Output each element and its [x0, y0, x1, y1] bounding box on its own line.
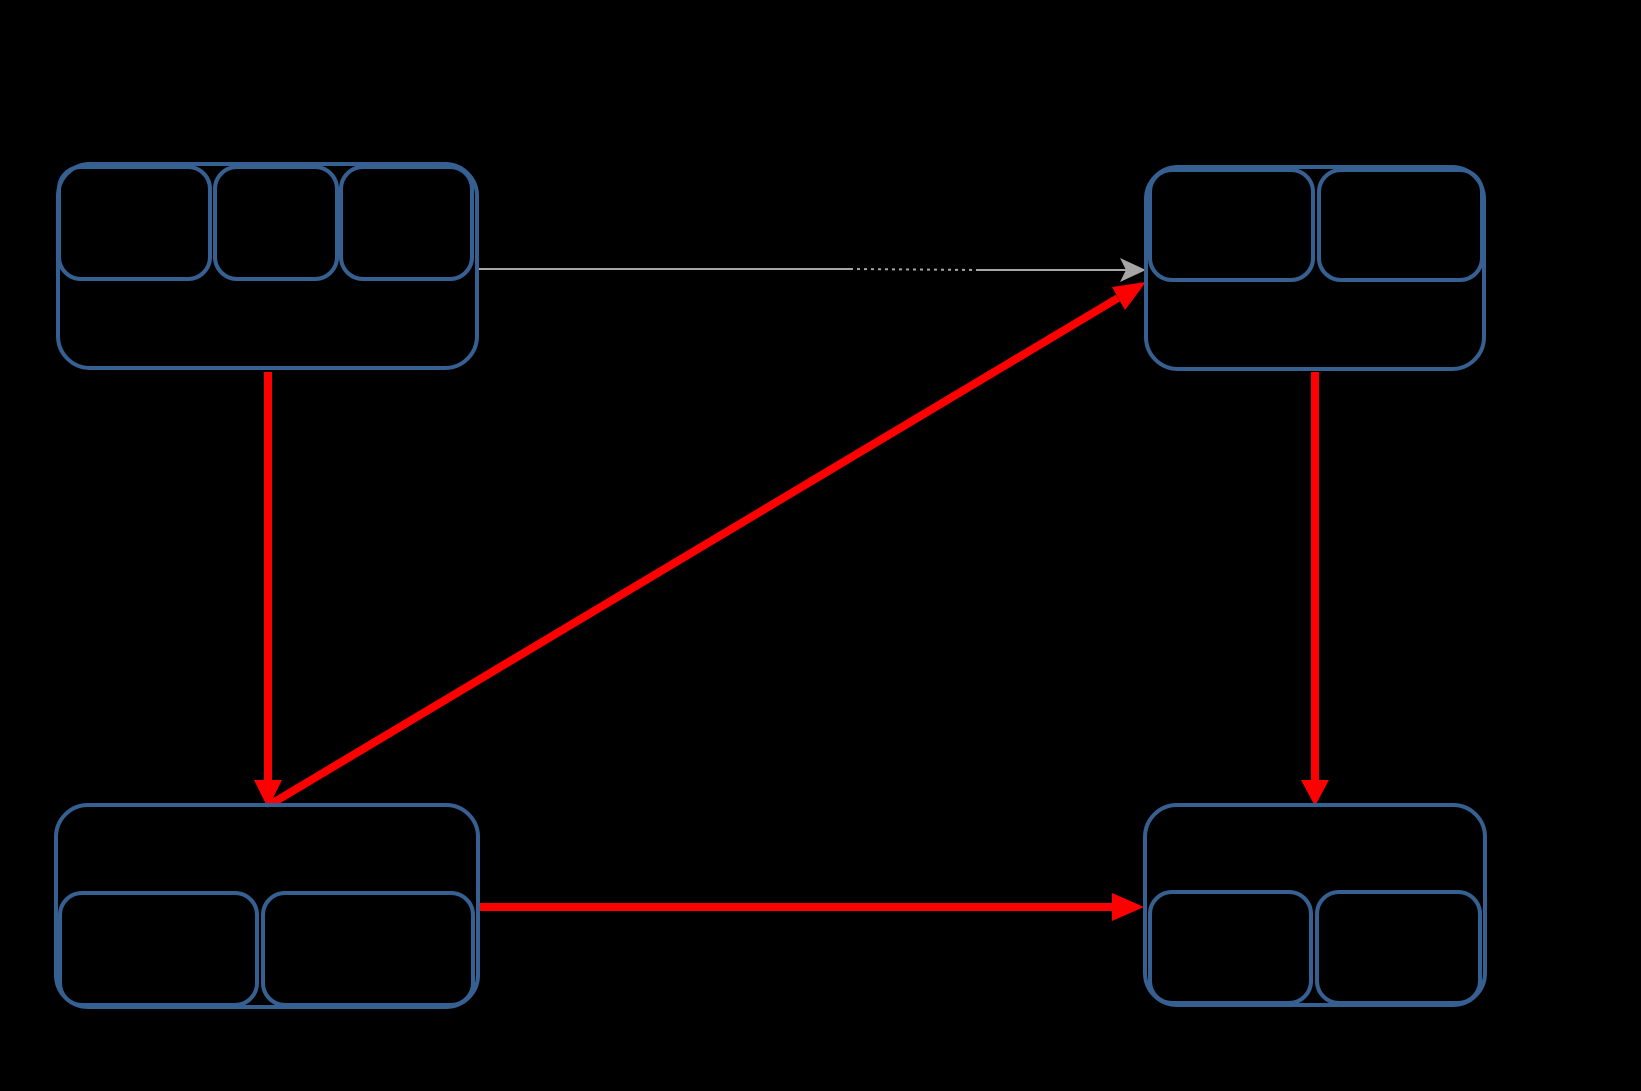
node-bottom-left-slot-2	[261, 891, 475, 1007]
edge-arrow-bottomleft-to-bottomright-arrowhead	[1112, 893, 1144, 921]
edge-arrow-topright-to-bottomright	[1301, 372, 1329, 806]
diagram-node-top-left	[56, 162, 479, 370]
edge-connector-topleft-to-topright-arrowhead	[1120, 258, 1146, 282]
edge-arrow-topleft-to-bottomleft-arrowhead	[254, 780, 282, 808]
edge-arrow-topleft-to-bottomleft	[254, 372, 282, 808]
edge-arrow-topright-to-bottomright-arrowhead	[1301, 780, 1329, 806]
node-top-right-outline	[1144, 165, 1486, 371]
node-bottom-left-slot-1	[58, 891, 259, 1007]
edge-connector-topleft-to-topright	[478, 258, 1146, 282]
node-bottom-right-outline	[1143, 803, 1487, 1007]
node-top-left-outline	[56, 162, 479, 370]
node-top-right-slot-1	[1148, 168, 1315, 282]
node-bottom-left-outline	[54, 803, 480, 1009]
node-top-left-slot-1	[57, 165, 212, 281]
edge-connector-topleft-to-topright-segment-2	[849, 268, 979, 271]
edge-arrow-bottomleft-to-topright-arrowhead	[1112, 282, 1146, 310]
diagram-node-bottom-left	[54, 803, 480, 1009]
node-bottom-right-slot-1	[1148, 890, 1313, 1005]
node-top-right-slot-2	[1317, 168, 1484, 282]
edge-arrow-bottomleft-to-topright-segment-1	[268, 294, 1121, 808]
diagram-node-top-right	[1144, 165, 1486, 371]
node-top-left-slot-2	[213, 165, 339, 281]
diagram-node-bottom-right	[1143, 803, 1487, 1007]
node-top-left-slot-3	[339, 165, 474, 281]
edge-arrow-bottomleft-to-bottomright	[478, 893, 1144, 921]
edge-arrow-bottomleft-to-topright	[268, 282, 1146, 808]
node-bottom-right-slot-2	[1315, 890, 1482, 1005]
